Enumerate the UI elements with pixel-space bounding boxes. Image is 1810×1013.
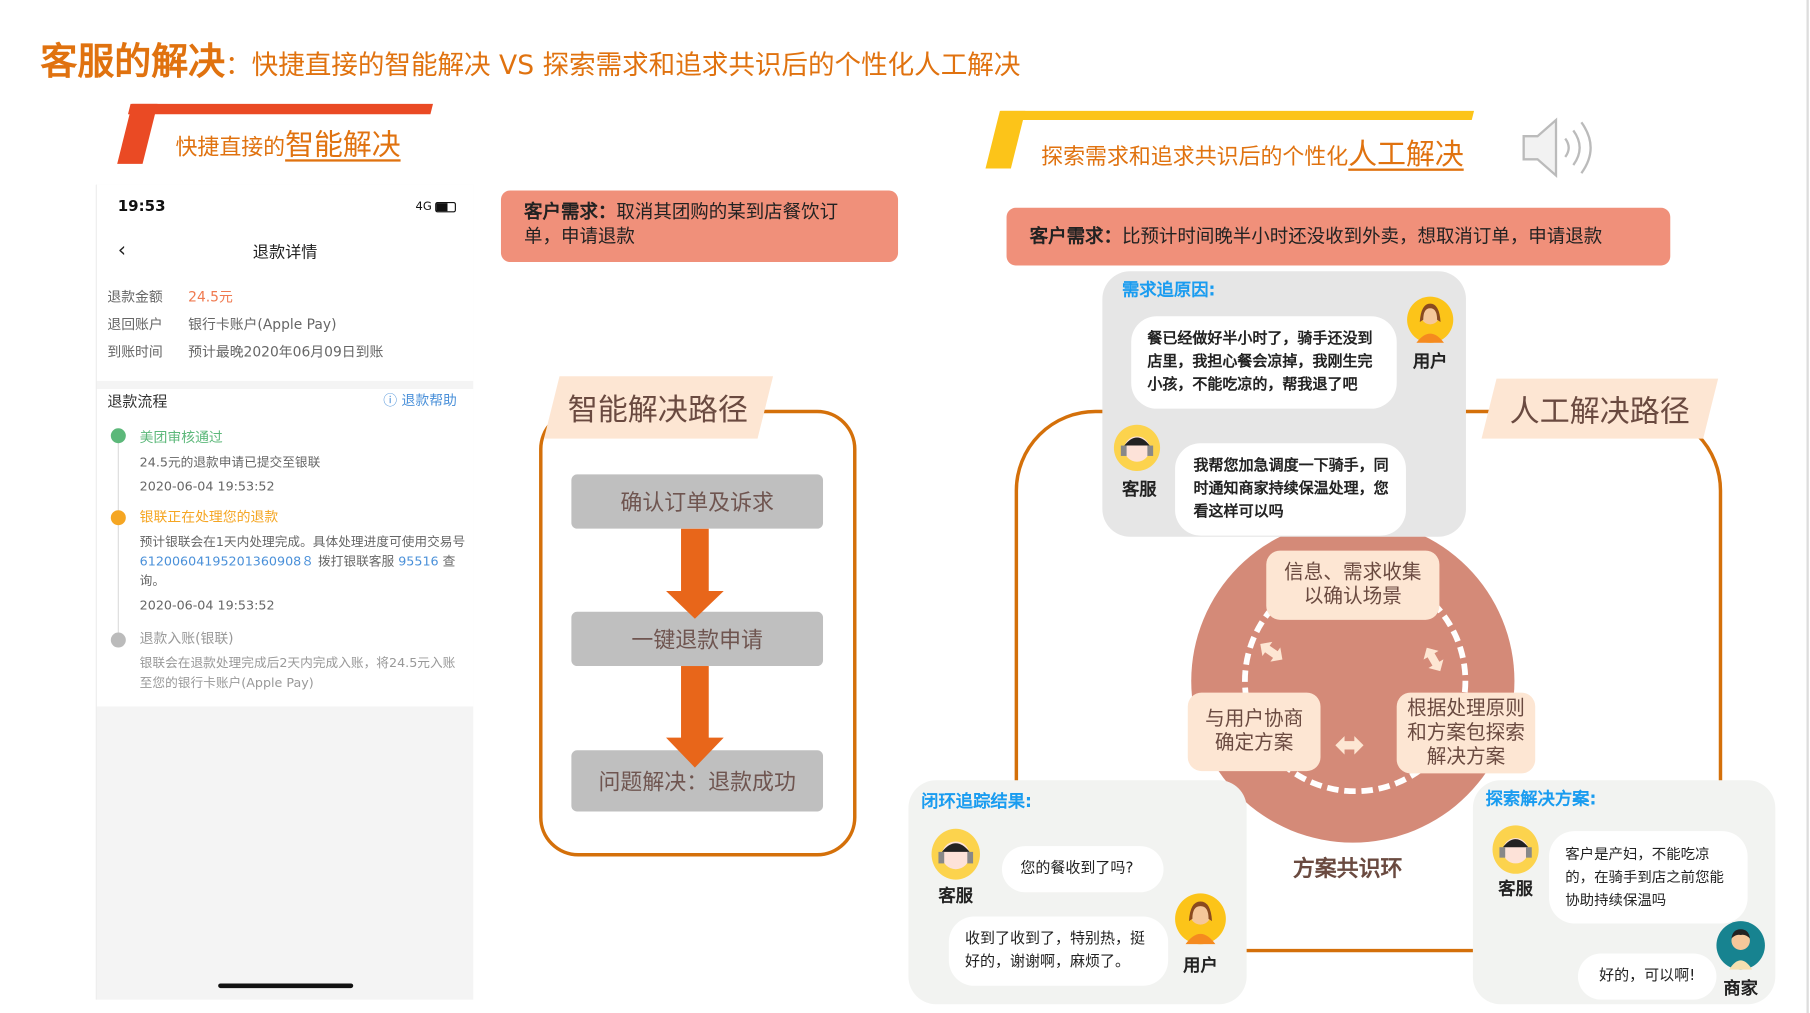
step-resolved: 问题解决：退款成功	[571, 750, 824, 812]
status-time: 19:53	[117, 198, 166, 216]
merchant-avatar	[1716, 921, 1765, 970]
user-label: 用户	[1412, 350, 1448, 372]
timeline-step: 退款入账(银联)银联会在退款处理完成后2天内完成入账，将24.5元入账至您的银行…	[139, 630, 456, 691]
agent-bubble: 客户是产妇，不能吃凉的，在骑手到店之前您能协助持续保温吗	[1549, 831, 1748, 924]
left-header-bar	[127, 103, 434, 115]
right-header: 探索需求和追求共识后的个性化人工解决	[1041, 137, 1464, 171]
user-label: 用户	[1183, 954, 1218, 976]
cycle-step-collect: 信息、需求收集以确认场景	[1266, 550, 1440, 620]
timeline-dot-gray	[110, 632, 126, 648]
right-demand-box: 客户需求：比预计时间晚半小时还没收到外卖，想取消订单，申请退款	[1006, 207, 1671, 266]
cycle-step-explore: 根据处理原则和方案包探索解决方案	[1396, 692, 1536, 774]
timeline-step: 银联正在处理您的退款 预计银联会在1天内处理完成。具体处理进度可使用交易号 61…	[139, 509, 466, 613]
phone-page-title: 退款详情	[252, 243, 318, 263]
agent-bubble: 您的餐收到了吗?	[1001, 846, 1164, 893]
agent-avatar	[931, 828, 981, 880]
double-arrow-icon: ⬌	[1334, 722, 1366, 767]
step-confirm-order: 确认订单及诉求	[571, 474, 824, 529]
cycle-label: 方案共识环	[1292, 856, 1403, 882]
user-avatar	[1175, 893, 1226, 945]
chat-title: 闭环追踪结果:	[921, 790, 1032, 812]
agent-bubble: 我帮您加急调度一下骑手，同时通知商家持续保温处理，您看这样可以吗	[1175, 443, 1406, 536]
arrow-down-icon	[666, 666, 724, 768]
battery-icon	[435, 202, 456, 213]
agent-label: 客服	[1121, 479, 1157, 500]
info-row: 到账时间预计最晚2020年06月09日到账	[107, 343, 384, 361]
left-header: 快捷直接的智能解决	[175, 128, 401, 162]
home-indicator	[218, 983, 354, 989]
user-bubble: 餐已经做好半小时了，骑手还没到店里，我担心餐会凉掉，我刚生完小孩，不能吃凉的，帮…	[1131, 316, 1397, 409]
user-avatar	[1407, 296, 1454, 343]
left-demand-box: 客户需求：取消其团购的某到店餐饮订单，申请退款	[500, 190, 899, 263]
agent-avatar	[1492, 825, 1539, 874]
page-title: 客服的解决：快捷直接的智能解决 VS 探索需求和追求共识后的个性化人工解决	[40, 39, 1021, 84]
status-network: 4G	[415, 200, 432, 214]
user-bubble: 收到了收到了，特别热，挺好的，谢谢啊，麻烦了。	[948, 916, 1169, 986]
chat-title: 需求追原因:	[1121, 279, 1216, 301]
speaker-icon	[1522, 117, 1592, 178]
merchant-label: 商家	[1723, 977, 1758, 999]
refund-help-link[interactable]: ⓘ 退款帮助	[383, 392, 457, 409]
cycle-step-negotiate: 与用户协商确定方案	[1187, 692, 1321, 772]
info-row: 退回账户银行卡账户(Apple Pay)	[107, 316, 337, 333]
manual-path-label: 人工解决路径	[1481, 378, 1719, 439]
right-header-bar	[998, 110, 1475, 121]
merchant-bubble: 好的，可以啊!	[1577, 953, 1717, 1000]
agent-avatar	[1113, 424, 1161, 471]
slide-edge	[1806, 0, 1809, 1013]
step-one-click-refund: 一键退款申请	[571, 611, 824, 667]
arrow-down-icon	[666, 528, 724, 619]
smart-path-label: 智能解决路径	[543, 376, 774, 439]
process-title: 退款流程	[107, 393, 168, 411]
back-icon[interactable]: ‹	[117, 237, 127, 263]
timeline-dot-green	[110, 428, 126, 444]
agent-label: 客服	[1498, 878, 1533, 900]
chat-title: 探索解决方案:	[1485, 788, 1597, 810]
agent-label: 客服	[938, 885, 974, 907]
timeline-dot-orange	[110, 510, 126, 526]
